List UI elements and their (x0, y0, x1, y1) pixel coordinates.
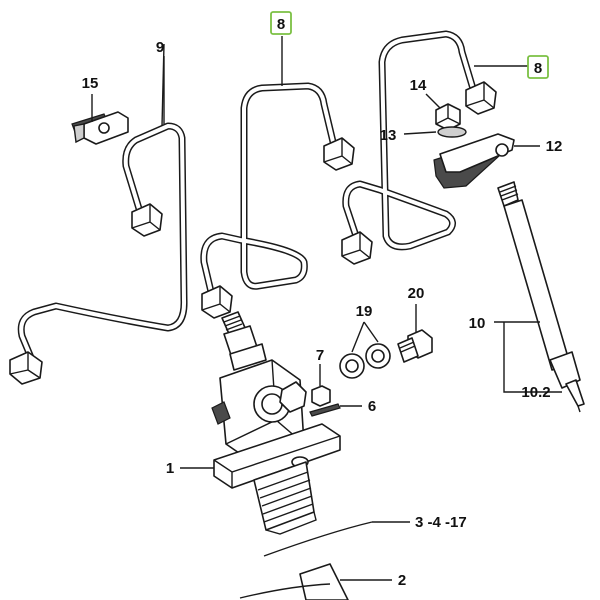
label-19[interactable]: 19 (356, 303, 373, 320)
plunger-2 (239, 563, 392, 600)
clamp-12 (433, 133, 540, 189)
pipe-9-nut-bottom (9, 351, 43, 385)
pin-6 (309, 403, 362, 417)
pipe-8-right-nut-bottom (341, 231, 373, 265)
label-14[interactable]: 14 (410, 77, 427, 94)
injection-pipe-8-right (341, 30, 497, 265)
injector-10 (494, 181, 585, 413)
label-10[interactable]: 10 (469, 315, 486, 332)
label-8b[interactable]: 8 (534, 60, 542, 77)
washers-19 (339, 321, 391, 379)
label-2[interactable]: 2 (398, 572, 406, 589)
pipe-9-nut-top (131, 203, 163, 237)
pipe-8-right-nut-top (465, 81, 497, 115)
cylinder-3-4-17 (263, 521, 410, 557)
label-1[interactable]: 1 (166, 460, 174, 477)
label-7[interactable]: 7 (316, 347, 324, 364)
label-3-4-17[interactable]: 3 -4 -17 (415, 514, 467, 531)
bracket-15 (71, 94, 129, 145)
highlight-box-8b (527, 55, 549, 79)
nut-7 (311, 364, 331, 407)
label-13[interactable]: 13 (380, 127, 397, 144)
label-9[interactable]: 9 (156, 39, 164, 56)
washer-13 (403, 126, 467, 138)
injection-pump-1 (180, 311, 341, 535)
injection-pipe-8-center (200, 82, 355, 319)
nut-14 (425, 93, 461, 131)
pipe-8-center-nut-top (323, 137, 355, 171)
label-12[interactable]: 12 (546, 138, 563, 155)
highlight-box-8a (270, 11, 292, 35)
plug-20 (397, 304, 433, 363)
label-8a[interactable]: 8 (277, 16, 285, 33)
injection-pipe-9 (9, 43, 188, 385)
label-6[interactable]: 6 (368, 398, 376, 415)
pipe-8-center-nut-bottom (201, 285, 233, 319)
label-15[interactable]: 15 (82, 75, 99, 92)
label-20[interactable]: 20 (408, 285, 425, 302)
label-10-2[interactable]: 10.2 (521, 384, 550, 401)
